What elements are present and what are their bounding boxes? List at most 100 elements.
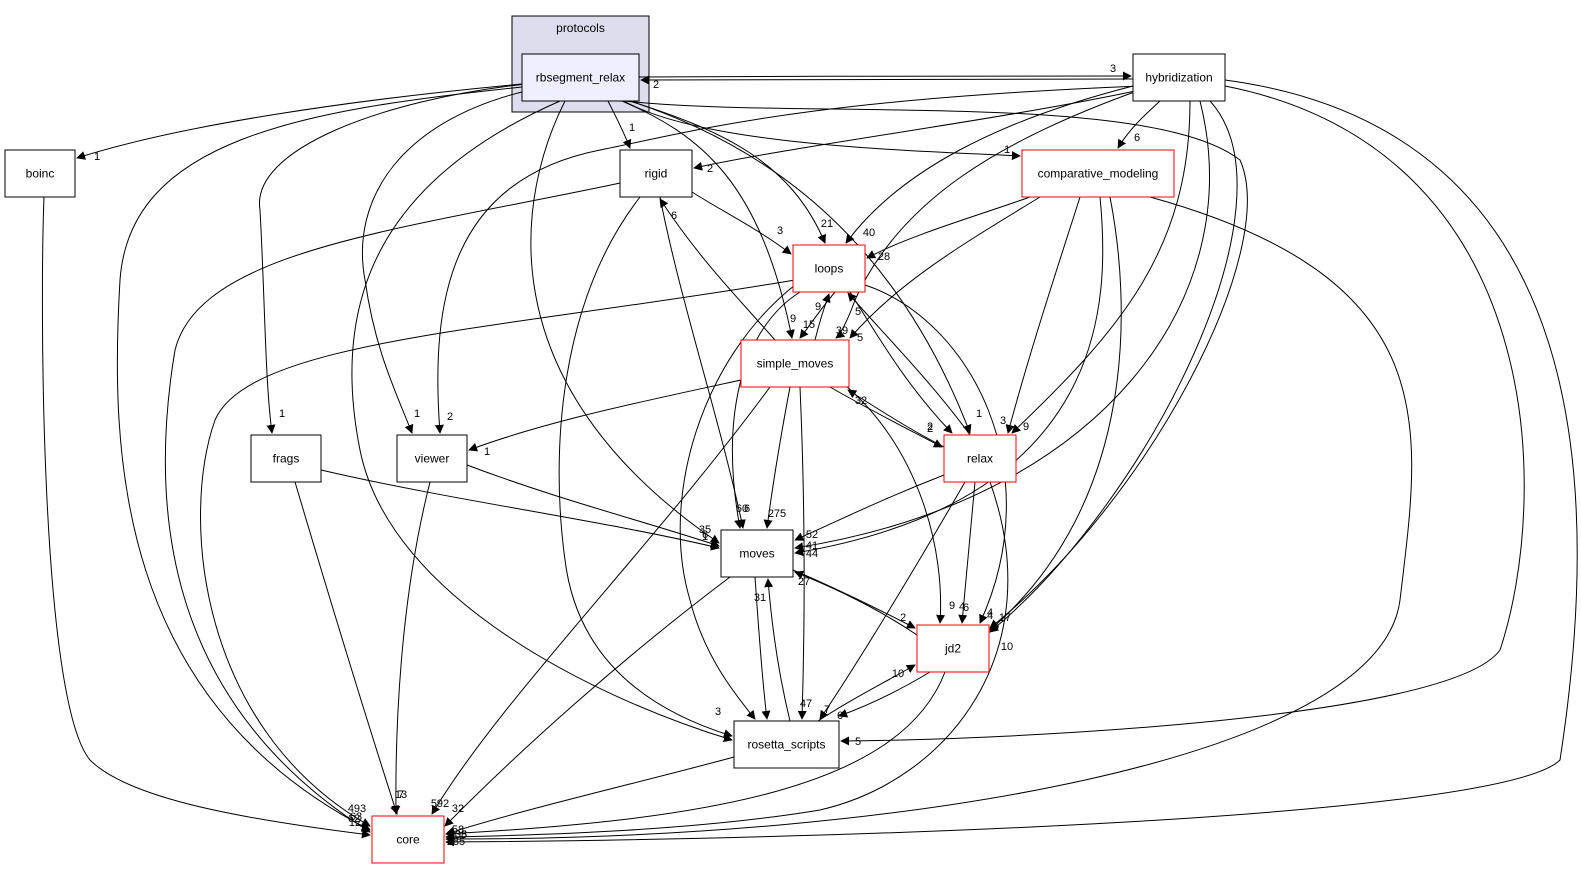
edge-label-hybridization-to-loops[interactable]: 40: [863, 227, 875, 239]
edge-label-comparative_modeling-to-simple_moves[interactable]: 5: [857, 332, 863, 344]
node-hybridization[interactable]: hybridization: [1132, 53, 1226, 102]
edge-label-hybridization-to-simple_moves[interactable]: 39: [836, 325, 848, 337]
edge-label-comparative_modeling-to-core[interactable]: 238: [449, 829, 467, 841]
edge-label-simple_moves-to-jd2[interactable]: 9: [949, 600, 955, 612]
edge-label-rbsegment_relax-to-comparative_modeling[interactable]: 1: [1004, 144, 1010, 156]
edge-label-simple_moves-to-relax[interactable]: 2: [927, 421, 933, 433]
edge-label-rbsegment_relax-to-viewer[interactable]: 1: [414, 408, 420, 420]
edge-label-simple_moves-to-core[interactable]: 592: [431, 798, 449, 810]
edge-label-jd2-to-moves[interactable]: 27: [798, 576, 810, 588]
edge-label-hybridization-to-viewer[interactable]: 2: [447, 411, 453, 423]
edge-label-comparative_modeling-to-loops[interactable]: 28: [878, 251, 890, 263]
edge-label-rbsegment_relax-to-jd2[interactable]: 4: [987, 607, 993, 619]
node-box-rbsegment-relax[interactable]: [521, 53, 640, 102]
edge-label-rbsegment_relax-to-rosetta_scripts[interactable]: 3: [715, 706, 721, 718]
edge-label-relax-to-simple_moves[interactable]: 32: [855, 395, 867, 407]
node-label-boinc[interactable]: boinc: [26, 167, 55, 181]
edge-label-relax-to-jd2[interactable]: 6: [963, 602, 969, 614]
edge-label-rosetta_scripts-to-moves[interactable]: 31: [754, 592, 766, 604]
node-box-viewer[interactable]: [396, 434, 468, 483]
node-moves[interactable]: moves: [720, 529, 794, 578]
edge-label-hybridization-to-jd2[interactable]: 17: [999, 612, 1011, 624]
node-rosetta-scripts[interactable]: rosetta_scripts: [733, 720, 840, 769]
node-box-boinc[interactable]: [4, 149, 76, 198]
node-label-hybridization[interactable]: hybridization: [1145, 71, 1212, 85]
edge-label-hybridization-to-relax[interactable]: 9: [1023, 421, 1029, 433]
edge-label-hybridization-to-core[interactable]: 285: [447, 836, 465, 848]
node-label-moves[interactable]: moves: [739, 547, 774, 561]
node-label-relax[interactable]: relax: [967, 452, 993, 466]
edge-label-simple_moves-to-rigid[interactable]: 6: [671, 210, 677, 222]
edge-label-loops-to-simple_moves[interactable]: 15: [803, 319, 815, 331]
edge-label-hybridization-to-moves[interactable]: 52: [806, 529, 818, 541]
node-label-comparative-modeling[interactable]: comparative_modeling: [1038, 167, 1159, 181]
edge-label-rbsegment_relax-to-boinc[interactable]: 1: [94, 151, 100, 163]
edge-label-viewer-to-moves[interactable]: 1: [702, 531, 708, 543]
edge-label-jd2-to-core[interactable]: 58: [452, 824, 464, 836]
edge-label-loops-to-core[interactable]: 63: [350, 811, 362, 823]
node-relax[interactable]: relax: [943, 434, 1017, 483]
node-boinc[interactable]: boinc: [4, 149, 76, 198]
node-viewer[interactable]: viewer: [396, 434, 468, 483]
node-label-simple-moves[interactable]: simple_moves: [757, 357, 834, 371]
edge-label-rbsegment_relax-to-relax[interactable]: 1: [976, 408, 982, 420]
edge-label-rbsegment_relax-to-loops[interactable]: 21: [821, 218, 833, 230]
edge-label-relax-to-rosetta_scripts[interactable]: 7: [824, 704, 830, 716]
edge-label-loops-to-relax[interactable]: 2: [927, 423, 933, 435]
edge-label-rigid-to-loops[interactable]: 3: [777, 225, 783, 237]
node-label-viewer[interactable]: viewer: [415, 452, 450, 466]
node-label-frags[interactable]: frags: [273, 452, 300, 466]
node-box-rigid[interactable]: [619, 149, 693, 198]
edge-label-hybridization-to-rbsegment_relax[interactable]: 2: [653, 79, 659, 91]
node-frags[interactable]: frags: [250, 434, 322, 483]
node-box-jd2[interactable]: [916, 624, 990, 673]
edge-label-relax-to-moves[interactable]: 41: [806, 540, 818, 552]
node-comparative-modeling[interactable]: comparative_modeling: [1021, 149, 1175, 198]
node-box-loops[interactable]: [792, 244, 866, 293]
node-box-simple-moves[interactable]: [740, 339, 850, 388]
node-rigid[interactable]: rigid: [619, 149, 693, 198]
node-simple-moves[interactable]: simple_moves: [740, 339, 850, 388]
node-box-frags[interactable]: [250, 434, 322, 483]
edge-label-viewer-to-core[interactable]: 7: [398, 789, 404, 801]
cluster-label[interactable]: protocols: [556, 21, 605, 35]
node-jd2[interactable]: jd2: [916, 624, 990, 673]
edge-label-hybridization-to-rosetta_scripts[interactable]: 5: [855, 736, 861, 748]
edge-label-jd2-to-rosetta_scripts[interactable]: 6: [837, 710, 843, 722]
edge-label-rosetta_scripts-to-jd2[interactable]: 10: [892, 668, 904, 680]
edge-label-rbsegment_relax-to-moves[interactable]: 35: [699, 524, 711, 536]
node-loops[interactable]: loops: [792, 244, 866, 293]
edge-label-rbsegment_relax-to-frags[interactable]: 1: [279, 408, 285, 420]
node-box-moves[interactable]: [720, 529, 794, 578]
edge-label-relax-to-core[interactable]: 10: [1001, 641, 1013, 653]
node-label-rigid[interactable]: rigid: [645, 167, 668, 181]
node-box-relax[interactable]: [943, 434, 1017, 483]
node-label-jd2[interactable]: jd2: [944, 642, 961, 656]
edge-label-rigid-to-core[interactable]: 493: [348, 803, 366, 815]
edge-label-rosetta_scripts-to-core[interactable]: 205: [449, 829, 467, 841]
edge-label-rbsegment_relax-to-simple_moves[interactable]: 9: [790, 313, 796, 325]
edge-label-loops-to-jd2[interactable]: 4: [959, 601, 965, 613]
node-label-rosetta-scripts[interactable]: rosetta_scripts: [747, 738, 825, 752]
edge-label-simple_moves-to-loops[interactable]: 9: [815, 301, 821, 313]
node-rbsegment-relax[interactable]: rbsegment_relax: [521, 53, 640, 102]
edge-label-frags-to-core[interactable]: 13: [395, 789, 407, 801]
edge-label-comparative_modeling-to-relax[interactable]: 3: [1000, 415, 1006, 427]
edge-label-rbsegment_relax-to-hybridization[interactable]: 3: [1110, 63, 1116, 75]
edge-label-moves-to-core[interactable]: 32: [452, 803, 464, 815]
edge-label-rbsegment_relax-to-rigid[interactable]: 1: [629, 122, 635, 134]
edge-label-rbsegment_relax-to-core[interactable]: 62: [348, 813, 360, 825]
edge-label-simple_moves-to-rosetta_scripts[interactable]: 47: [800, 698, 812, 710]
edge-label-hybridization-to-comparative_modeling[interactable]: 6: [1134, 132, 1140, 144]
node-box-hybridization[interactable]: [1132, 53, 1226, 102]
edge-label-comparative_modeling-to-moves[interactable]: 44: [806, 548, 818, 560]
node-label-core[interactable]: core: [396, 833, 420, 847]
edge-label-rigid-to-moves[interactable]: 60: [736, 503, 748, 515]
node-box-comparative-modeling[interactable]: [1021, 149, 1175, 198]
edge-label-boinc-to-core[interactable]: 12: [349, 817, 361, 829]
edge-label-comparative_modeling-to-jd2[interactable]: 4: [987, 610, 993, 622]
edge-label-hybridization-to-rigid[interactable]: 2: [707, 163, 713, 175]
edge-label-simple_moves-to-viewer[interactable]: 1: [484, 446, 490, 458]
node-label-rbsegment-relax[interactable]: rbsegment_relax: [536, 71, 625, 85]
node-core[interactable]: core: [371, 815, 445, 864]
